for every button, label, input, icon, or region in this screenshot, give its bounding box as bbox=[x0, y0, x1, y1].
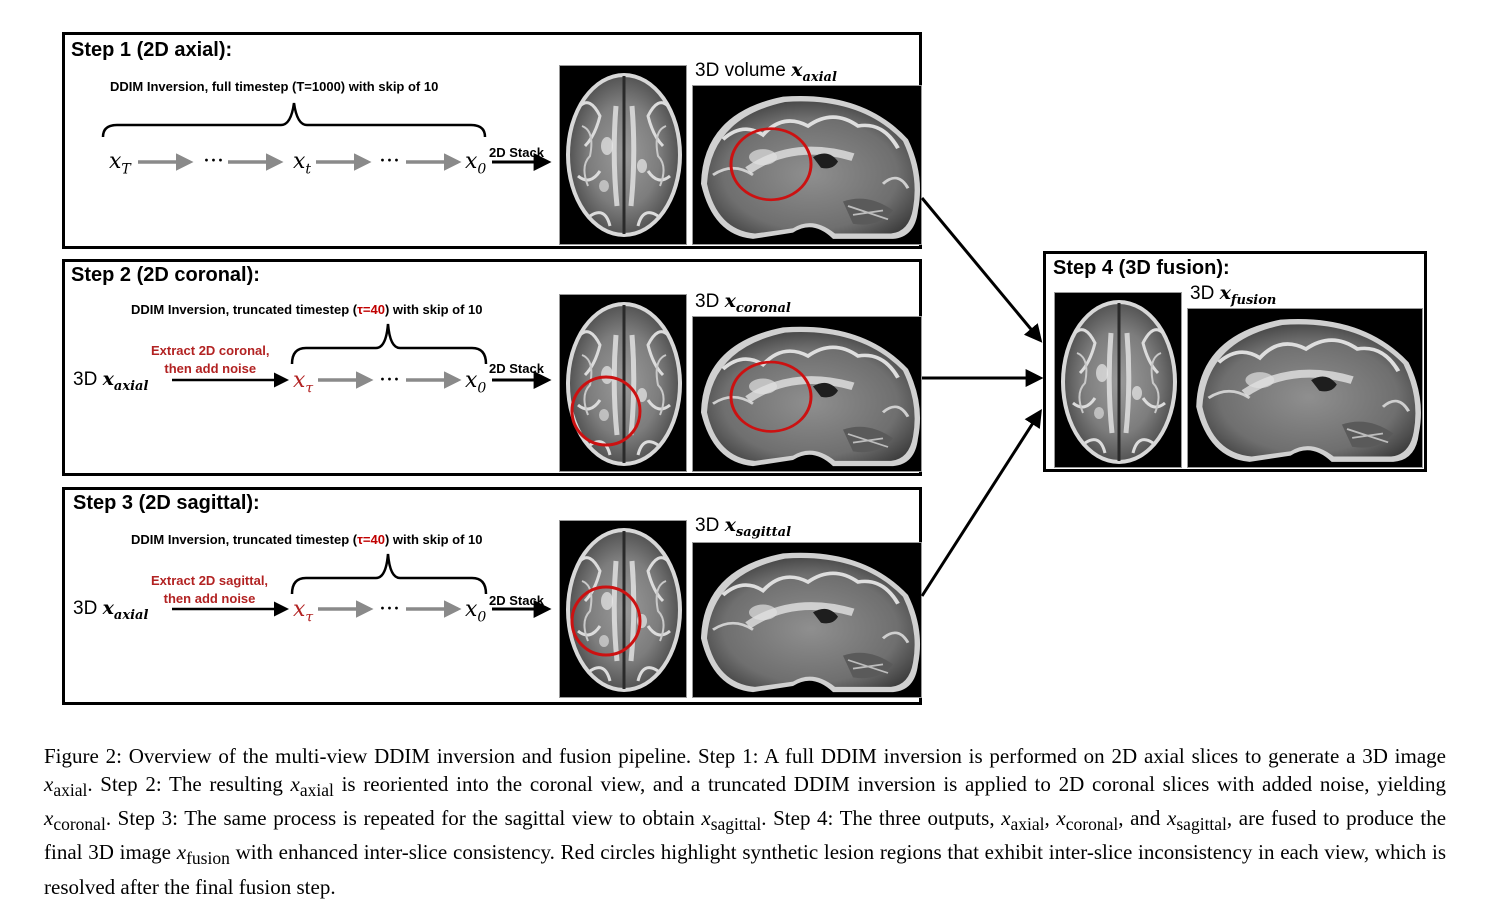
step3-lesion-circle bbox=[570, 585, 642, 657]
step2-subtitle: DDIM Inversion, truncated timestep (τ=40… bbox=[131, 302, 483, 317]
step1-x0: x0 bbox=[465, 149, 487, 178]
step4-sagittal-image bbox=[1187, 308, 1423, 468]
step3-dots: ··· bbox=[379, 597, 400, 622]
step1-subtitle: DDIM Inversion, full timestep (T=1000) w… bbox=[110, 79, 439, 94]
step2-xtau: xτ bbox=[293, 368, 314, 397]
step1-xt: xt bbox=[293, 149, 312, 178]
step2-title: Step 2 (2D coronal): bbox=[71, 264, 260, 286]
step3-title: Step 3 (2D sagittal): bbox=[73, 492, 260, 514]
step4-title: Step 4 (3D fusion): bbox=[1053, 257, 1230, 279]
step3-brace bbox=[290, 553, 488, 595]
step4-panel: Step 4 (3D fusion): 3D xfusion bbox=[1043, 251, 1427, 472]
step2-panel: Step 2 (2D coronal): DDIM Inversion, tru… bbox=[62, 259, 922, 476]
step3-input-label: 3D xaxial bbox=[73, 597, 149, 623]
step3-volume-label: 3D xsagittal bbox=[695, 514, 792, 540]
step4-axial-image bbox=[1054, 292, 1182, 468]
step3-stack-label: 2D Stack bbox=[489, 593, 544, 608]
step2-stack-label: 2D Stack bbox=[489, 361, 544, 376]
step1-dots1: ··· bbox=[203, 149, 224, 174]
step2-extract-label: Extract 2D coronal, then add noise bbox=[151, 343, 270, 376]
step3-extract-label: Extract 2D sagittal, then add noise bbox=[151, 573, 269, 606]
step3-panel: Step 3 (2D sagittal): DDIM Inversion, tr… bbox=[62, 487, 922, 705]
step2-volume-label: 3D xcoronal bbox=[695, 290, 791, 316]
step1-dots2: ··· bbox=[379, 149, 400, 174]
step1-panel: Step 1 (2D axial): DDIM Inversion, full … bbox=[62, 32, 922, 249]
step1-brace bbox=[101, 102, 487, 138]
step3-subtitle: DDIM Inversion, truncated timestep (τ=40… bbox=[131, 532, 483, 547]
step1-lesion-circle bbox=[729, 127, 813, 202]
step2-sagittal-image bbox=[692, 316, 922, 472]
step3-sagittal-image bbox=[692, 542, 922, 698]
figure-caption: Figure 2: Overview of the multi-view DDI… bbox=[44, 744, 1447, 899]
step2-dots: ··· bbox=[379, 368, 400, 393]
step3-axial-image bbox=[559, 520, 687, 698]
step2-input-label: 3D xaxial bbox=[73, 368, 149, 394]
step2-axial-image bbox=[559, 294, 687, 472]
step4-volume-label: 3D xfusion bbox=[1190, 282, 1277, 308]
step1-volume-label: 3D volume xaxial bbox=[695, 59, 837, 85]
step1-title: Step 1 (2D axial): bbox=[71, 39, 233, 61]
fusion-arrow-from-step3 bbox=[920, 408, 1042, 597]
step1-sagittal-image bbox=[692, 85, 922, 245]
step2-brace bbox=[290, 323, 488, 365]
step1-stack-label: 2D Stack bbox=[489, 145, 544, 160]
step2-lesion-circle-sagittal bbox=[729, 360, 813, 433]
step1-xT: xT bbox=[109, 149, 131, 178]
step1-axial-image bbox=[559, 65, 687, 245]
step2-lesion-circle-axial bbox=[570, 375, 642, 447]
step2-x0: x0 bbox=[465, 368, 487, 397]
step3-xtau: xτ bbox=[293, 597, 314, 626]
fusion-arrow-from-step1 bbox=[920, 197, 1043, 343]
step3-x0: x0 bbox=[465, 597, 487, 626]
